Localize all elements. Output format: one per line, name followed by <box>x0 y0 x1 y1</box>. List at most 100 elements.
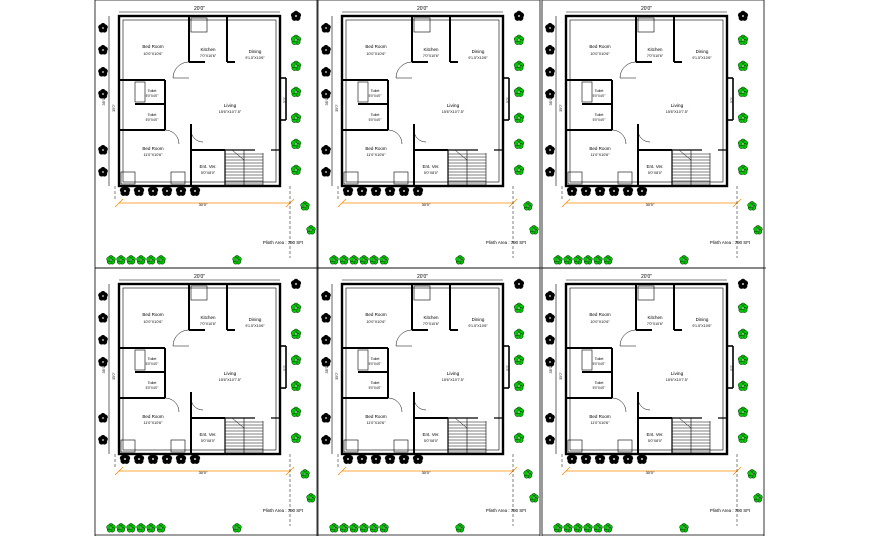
tree-icon <box>133 453 145 464</box>
tree-icon <box>349 255 359 265</box>
entrance-verandah-size: 5'0"X8'0" <box>201 171 216 175</box>
tree-center <box>556 526 560 530</box>
tree-center <box>626 457 630 461</box>
tree-center <box>517 332 521 336</box>
tree-center <box>165 457 169 461</box>
tree-icon <box>545 356 555 367</box>
tree-icon <box>300 201 310 211</box>
left-dimension-label-inner: 35'0" <box>559 103 563 111</box>
door-opening <box>255 147 271 153</box>
entrance-verandah-label: Ent. Ver. <box>199 432 216 437</box>
tree-center <box>548 360 552 364</box>
toilet-fixture <box>134 349 146 371</box>
tree-center <box>294 282 298 286</box>
door-swing-arc <box>619 61 637 79</box>
tree-center <box>741 38 745 42</box>
entrance-verandah-label: Ent. Ver. <box>422 432 439 437</box>
wardrobe <box>567 171 583 185</box>
tree-center <box>294 384 298 388</box>
bed-room-1-label: Bed Room <box>365 44 387 49</box>
tree-center <box>584 189 588 193</box>
tree-icon <box>290 406 302 417</box>
tree-icon <box>321 334 331 345</box>
tree-icon <box>189 453 201 464</box>
tree-center <box>566 526 570 530</box>
tree-center <box>640 457 644 461</box>
tree-center <box>193 457 197 461</box>
dining-label: Dining <box>472 317 485 322</box>
tree-center <box>517 282 521 286</box>
toilet-1-label: Toilet <box>371 89 381 93</box>
door-opening <box>702 147 718 153</box>
tree-center <box>294 116 298 120</box>
tree-center <box>741 306 745 310</box>
tree-icon <box>98 144 108 155</box>
tree-center <box>294 358 298 362</box>
tree-center <box>294 410 298 414</box>
door-swing-arc <box>387 129 403 145</box>
wardrobe <box>120 171 136 185</box>
kitchen-counter <box>190 17 208 33</box>
living-label: Living <box>671 371 684 377</box>
left-dimension-label-inner: 35'0" <box>112 103 116 111</box>
tree-icon <box>106 255 116 265</box>
plinth-area-label: Plinth Area : 790 SFt <box>263 240 304 245</box>
tree-icon <box>147 453 159 464</box>
tree-center <box>101 316 105 320</box>
tree-icon <box>580 185 592 196</box>
tree-icon <box>513 86 525 97</box>
bed-room-1-label: Bed Room <box>589 312 611 317</box>
tree-icon <box>563 523 573 533</box>
tree-center <box>596 526 600 530</box>
tree-icon <box>398 185 410 196</box>
tree-icon <box>342 453 354 464</box>
tree-center <box>741 384 745 388</box>
stair-break-line <box>454 417 468 429</box>
wardrobe <box>170 439 186 453</box>
bed-room-2-size: 11'0"X10'6" <box>143 153 163 157</box>
tree-icon <box>737 380 749 391</box>
tree-center <box>532 228 536 232</box>
floor-plan-panel: 20'0"Bed Room10'0"X10'6"Kitchen7'0"X10'6… <box>541 267 765 536</box>
kitchen-size: 7'0"X10'6" <box>200 54 217 58</box>
tree-center <box>324 316 328 320</box>
door-swing-arc <box>611 397 627 413</box>
toilet-2-label: Toilet <box>371 113 381 117</box>
tree-center <box>517 14 521 18</box>
floor-plan-panel: 20'0"Bed Room10'0"X10'6"Kitchen7'0"X10'6… <box>317 0 541 268</box>
toilet-1-size: 5'0"X4'0" <box>369 362 382 366</box>
tree-icon <box>136 523 146 533</box>
living-label: Living <box>447 371 460 377</box>
tree-icon <box>412 185 424 196</box>
tree-center <box>149 258 153 262</box>
tree-icon <box>513 278 525 289</box>
tree-center <box>548 70 552 74</box>
tree-icon <box>329 255 339 265</box>
tree-center <box>517 358 521 362</box>
tree-icon <box>513 34 525 45</box>
tree-icon <box>379 523 389 533</box>
tree-center <box>586 258 590 262</box>
tree-center <box>123 457 127 461</box>
bed-room-1-size: 10'0"X10'6" <box>143 52 163 56</box>
tree-icon <box>156 523 166 533</box>
tree-icon <box>232 523 242 533</box>
entrance-verandah-size: 5'0"X8'0" <box>648 439 663 443</box>
bed-room-1-size: 10'0"X10'6" <box>590 52 610 56</box>
tree-center <box>139 258 143 262</box>
tree-icon <box>523 469 533 479</box>
tree-icon <box>359 523 369 533</box>
tree-center <box>532 496 536 500</box>
tree-center <box>402 457 406 461</box>
tree-center <box>584 457 588 461</box>
tree-center <box>517 306 521 310</box>
tree-center <box>101 416 105 420</box>
tree-center <box>682 258 686 262</box>
kitchen-size: 7'0"X10'6" <box>647 54 664 58</box>
tree-center <box>294 168 298 172</box>
tree-icon <box>369 255 379 265</box>
tree-center <box>526 204 530 208</box>
tree-center <box>756 228 760 232</box>
tree-icon <box>290 60 302 71</box>
toilet-2-size: 5'0"X4'0" <box>369 118 382 122</box>
